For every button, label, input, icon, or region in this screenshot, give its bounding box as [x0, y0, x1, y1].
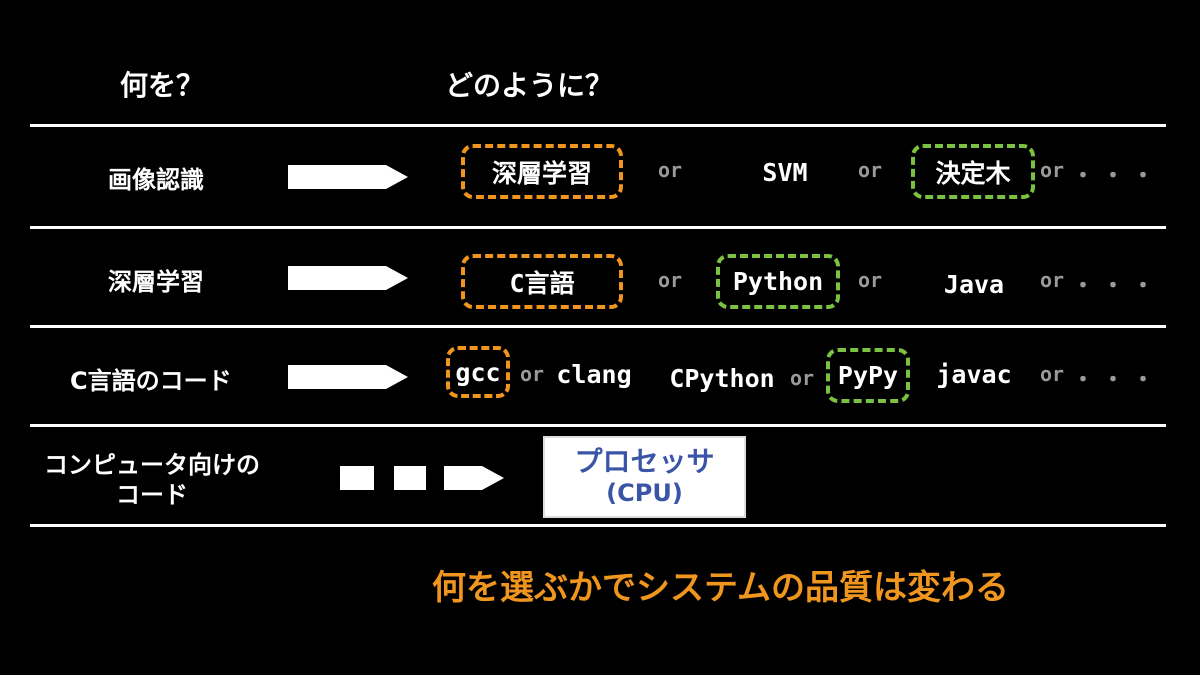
row2-arrow: [288, 266, 408, 290]
row2-or-2: or: [858, 268, 883, 292]
row3-option-cpython: CPython: [669, 363, 775, 393]
row3-option-clang: clang: [556, 359, 632, 389]
row3-or-3: or: [1040, 362, 1065, 386]
row1-arrow: [288, 165, 408, 189]
row2-option-java: Java: [943, 269, 1005, 299]
rule-1: [30, 226, 1166, 229]
cpu-target-box: プロセッサ (CPU): [543, 436, 746, 518]
row3-or-1: or: [520, 362, 545, 386]
row1-option-deep-learning: 深層学習: [461, 144, 623, 199]
row2-label: 深層学習: [108, 268, 204, 296]
row2-or-1: or: [658, 268, 683, 292]
row1-label: 画像認識: [108, 166, 204, 194]
row3-option-pypy: PyPy: [826, 348, 910, 403]
footer-message: 何を選ぶかでシステムの品質は変わる: [432, 568, 1009, 608]
row1-option-svm: SVM: [762, 157, 808, 187]
row1-option-decision-tree: 決定木: [911, 144, 1035, 199]
row2-ellipsis: ・・・: [1072, 274, 1163, 299]
header-how: どのように？: [445, 69, 614, 102]
row3-option-gcc: gcc: [446, 346, 510, 398]
row3-arrow: [288, 365, 408, 389]
row3-option-javac: javac: [936, 359, 1012, 389]
row4-label-line1: コンピュータ向けの: [44, 451, 260, 479]
header-what: 何を？: [120, 69, 205, 102]
rule-top: [30, 124, 1166, 127]
row2-option-python: Python: [716, 254, 840, 309]
row3-label: C言語のコード: [70, 367, 232, 395]
row1-or-3: or: [1040, 158, 1065, 182]
cpu-box-subtitle: (CPU): [606, 479, 683, 507]
row1-or-2: or: [858, 158, 883, 182]
rule-3: [30, 424, 1166, 427]
row4-label: コンピュータ向けの コード: [44, 450, 260, 510]
rule-bottom: [30, 524, 1166, 527]
row4-label-line2: コード: [116, 481, 188, 509]
row3-or-2: or: [790, 366, 815, 390]
cpu-box-title: プロセッサ: [574, 445, 715, 478]
row2-option-c: C言語: [461, 254, 623, 309]
row2-or-3: or: [1040, 268, 1065, 292]
rule-2: [30, 325, 1166, 328]
row1-or-1: or: [658, 158, 683, 182]
row3-ellipsis: ・・・: [1072, 368, 1163, 393]
row1-ellipsis: ・・・: [1072, 164, 1163, 189]
row4-dashed-arrow: [340, 466, 504, 490]
